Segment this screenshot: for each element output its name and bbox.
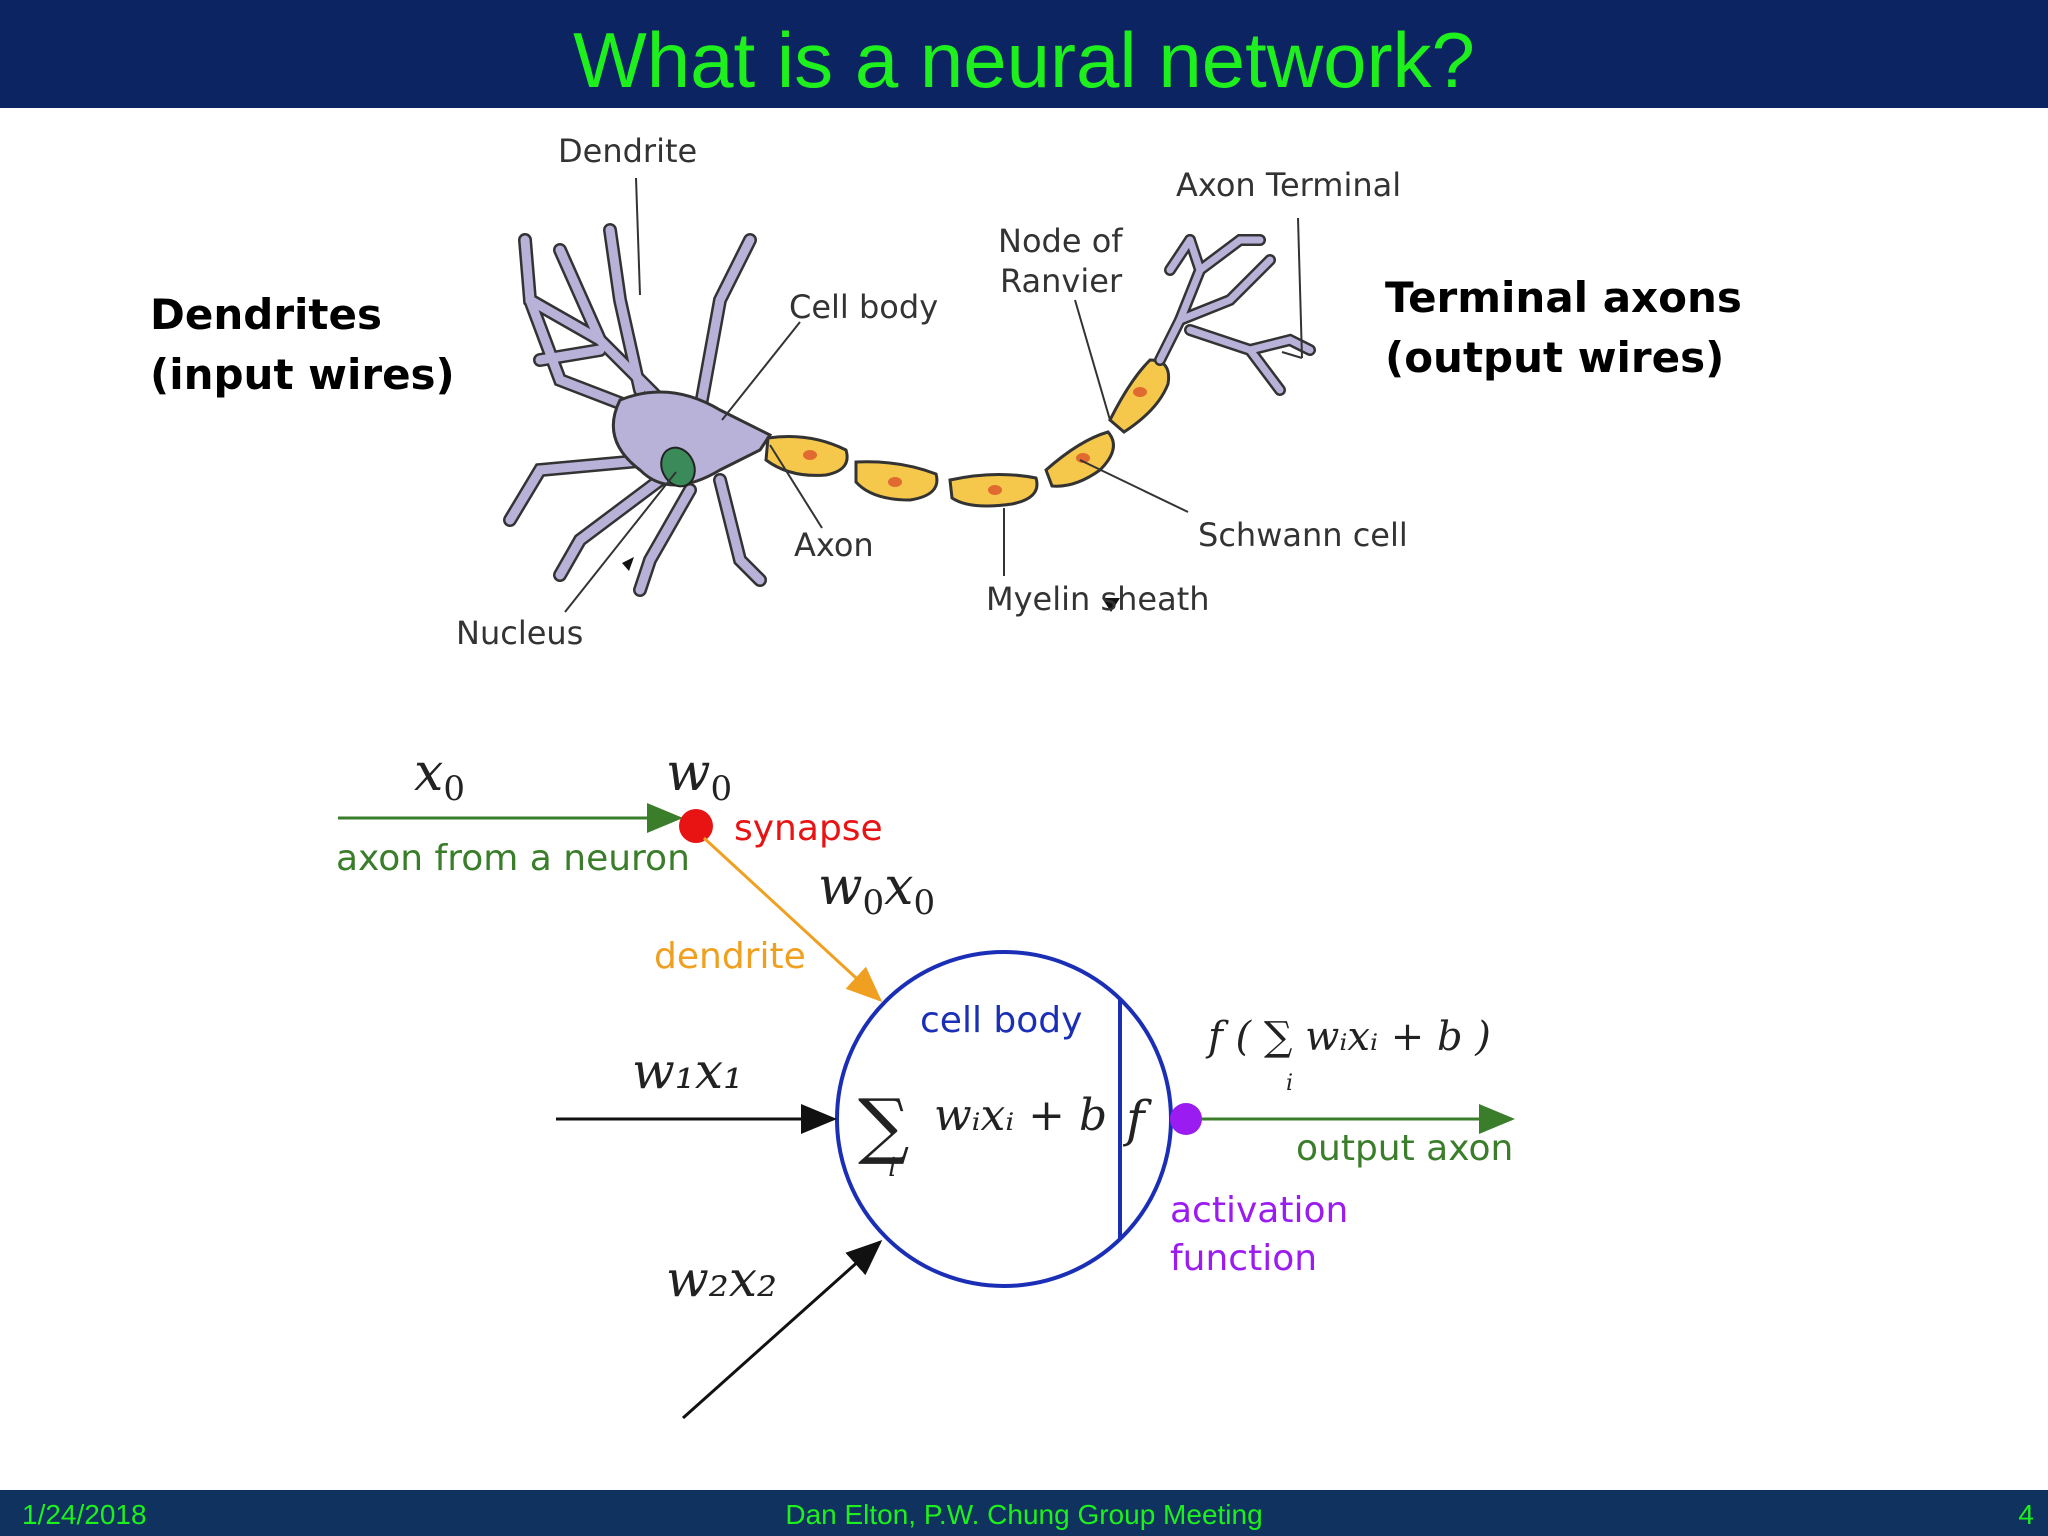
axon-terminal-branches: [1154, 234, 1316, 396]
right-label-line1: Terminal axons: [1385, 273, 1742, 322]
label-nucleus: Nucleus: [456, 614, 583, 652]
label-synapse: synapse: [734, 808, 883, 849]
label-cell-body: Cell body: [789, 288, 938, 326]
label-dendrite-model: dendrite: [654, 936, 806, 977]
output-formula: f ( ∑ wᵢxᵢ + b ): [1205, 1014, 1491, 1060]
footer-date: 1/24/2018: [22, 1499, 147, 1530]
label-w0x0: w0x0: [818, 857, 935, 923]
label-w1x1: w₁x₁: [632, 1042, 743, 1100]
label-axon: Axon: [794, 526, 874, 564]
left-label-line2: (input wires): [150, 350, 455, 399]
label-myelin-sheath: Myelin sheath: [986, 580, 1210, 618]
label-output-axon: output axon: [1296, 1128, 1513, 1169]
left-label: Dendrites (input wires): [150, 285, 455, 405]
label-x0: x0: [414, 743, 465, 809]
label-w2x2: w₂x₂: [666, 1250, 777, 1308]
neuron-model: [338, 803, 1515, 1420]
nucleus-shape: [660, 446, 696, 488]
slide-title: What is a neural network?: [573, 16, 1475, 104]
right-label-line2: (output wires): [1385, 333, 1725, 382]
input-w2x2-arrow: [682, 1240, 883, 1420]
label-w0: w0: [666, 743, 732, 809]
neuron-illustration: [503, 177, 1316, 613]
label-axon-terminal: Axon Terminal: [1176, 166, 1401, 204]
output-formula-index: i: [1286, 1071, 1293, 1096]
label-activation-1: activation: [1170, 1190, 1348, 1231]
dendrite-arrow: [702, 836, 883, 1003]
activation-dot: [1170, 1103, 1202, 1135]
label-cell-body-model: cell body: [920, 1000, 1082, 1041]
label-node-of-ranvier-2: Ranvier: [1000, 262, 1123, 300]
cell-body-shape: [611, 390, 773, 487]
label-node-of-ranvier-1: Node of: [998, 222, 1123, 260]
right-label: Terminal axons (output wires): [1385, 268, 1742, 388]
sum-symbol: ∑: [858, 1083, 909, 1167]
leader-lines: [564, 177, 1303, 613]
label-axon-from-neuron: axon from a neuron: [336, 838, 690, 879]
label-activation-2: function: [1170, 1238, 1317, 1279]
left-label-line1: Dendrites: [150, 290, 382, 339]
synapse-dot: [679, 809, 713, 843]
footer-bar: [0, 1490, 2048, 1536]
small-arrowhead-2: [1102, 598, 1120, 612]
sum-index: i: [888, 1153, 896, 1183]
label-dendrite: Dendrite: [558, 132, 697, 170]
title-bar: [0, 0, 2048, 108]
activation-f: f: [1122, 1090, 1152, 1148]
small-arrowhead: [622, 557, 634, 571]
footer-page-number: 4: [2018, 1499, 2034, 1530]
myelin-segments: [764, 358, 1171, 508]
label-schwann-cell: Schwann cell: [1198, 516, 1408, 554]
sum-expression: wᵢxᵢ + b: [934, 1090, 1107, 1141]
footer-author: Dan Elton, P.W. Chung Group Meeting: [785, 1499, 1263, 1530]
